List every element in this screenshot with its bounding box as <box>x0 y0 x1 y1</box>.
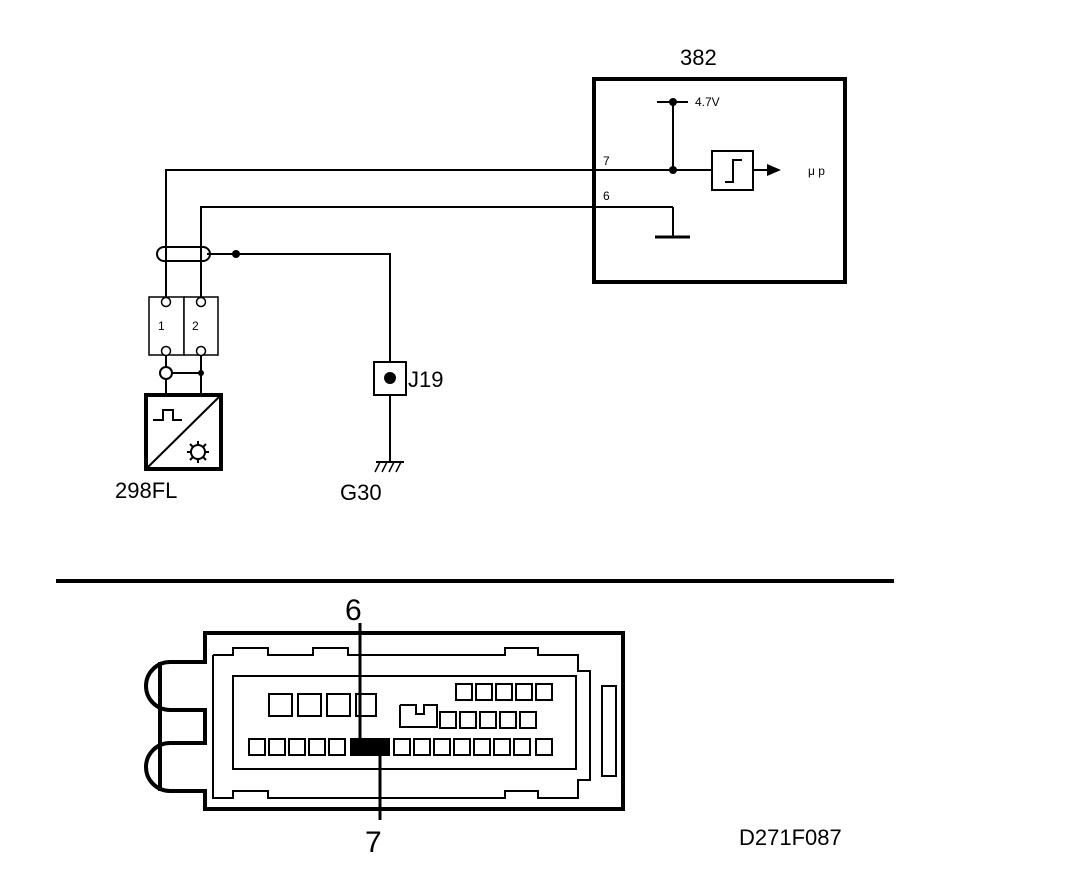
ecu-pin-6-label: 6 <box>603 189 610 203</box>
ecu-pin-7-label: 7 <box>603 154 610 168</box>
figure-code: D271F087 <box>739 825 842 850</box>
junction-j19: J19 <box>373 361 443 396</box>
supply-voltage-label: 4.7V <box>695 95 720 109</box>
pin-6-callout-label: 6 <box>345 594 362 627</box>
ecu-label: 382 <box>680 45 717 70</box>
output-label: μ p <box>808 164 825 178</box>
connector-pin-1-label: 1 <box>158 319 165 333</box>
pin-7-callout-label: 7 <box>365 826 382 859</box>
gear-icon <box>187 441 209 463</box>
connector-pin-2-label: 2 <box>192 319 199 333</box>
connector-terminals <box>248 683 553 756</box>
connector-2pin: 1 2 <box>148 296 219 357</box>
pin-callouts <box>358 623 382 820</box>
pulse-signal-icon <box>153 409 182 421</box>
sensor-298fl: 298FL <box>115 393 223 503</box>
ground-g30: G30 <box>340 395 404 505</box>
wires <box>156 166 712 362</box>
ground-label: G30 <box>340 480 382 505</box>
sensor-wires <box>159 356 204 395</box>
junction-label: J19 <box>408 367 443 392</box>
sensor-label: 298FL <box>115 478 177 503</box>
connector-face-view <box>144 631 625 811</box>
ecu-382: 382 4.7V μ p 7 6 <box>592 45 847 284</box>
output-arrow-icon <box>767 164 781 176</box>
